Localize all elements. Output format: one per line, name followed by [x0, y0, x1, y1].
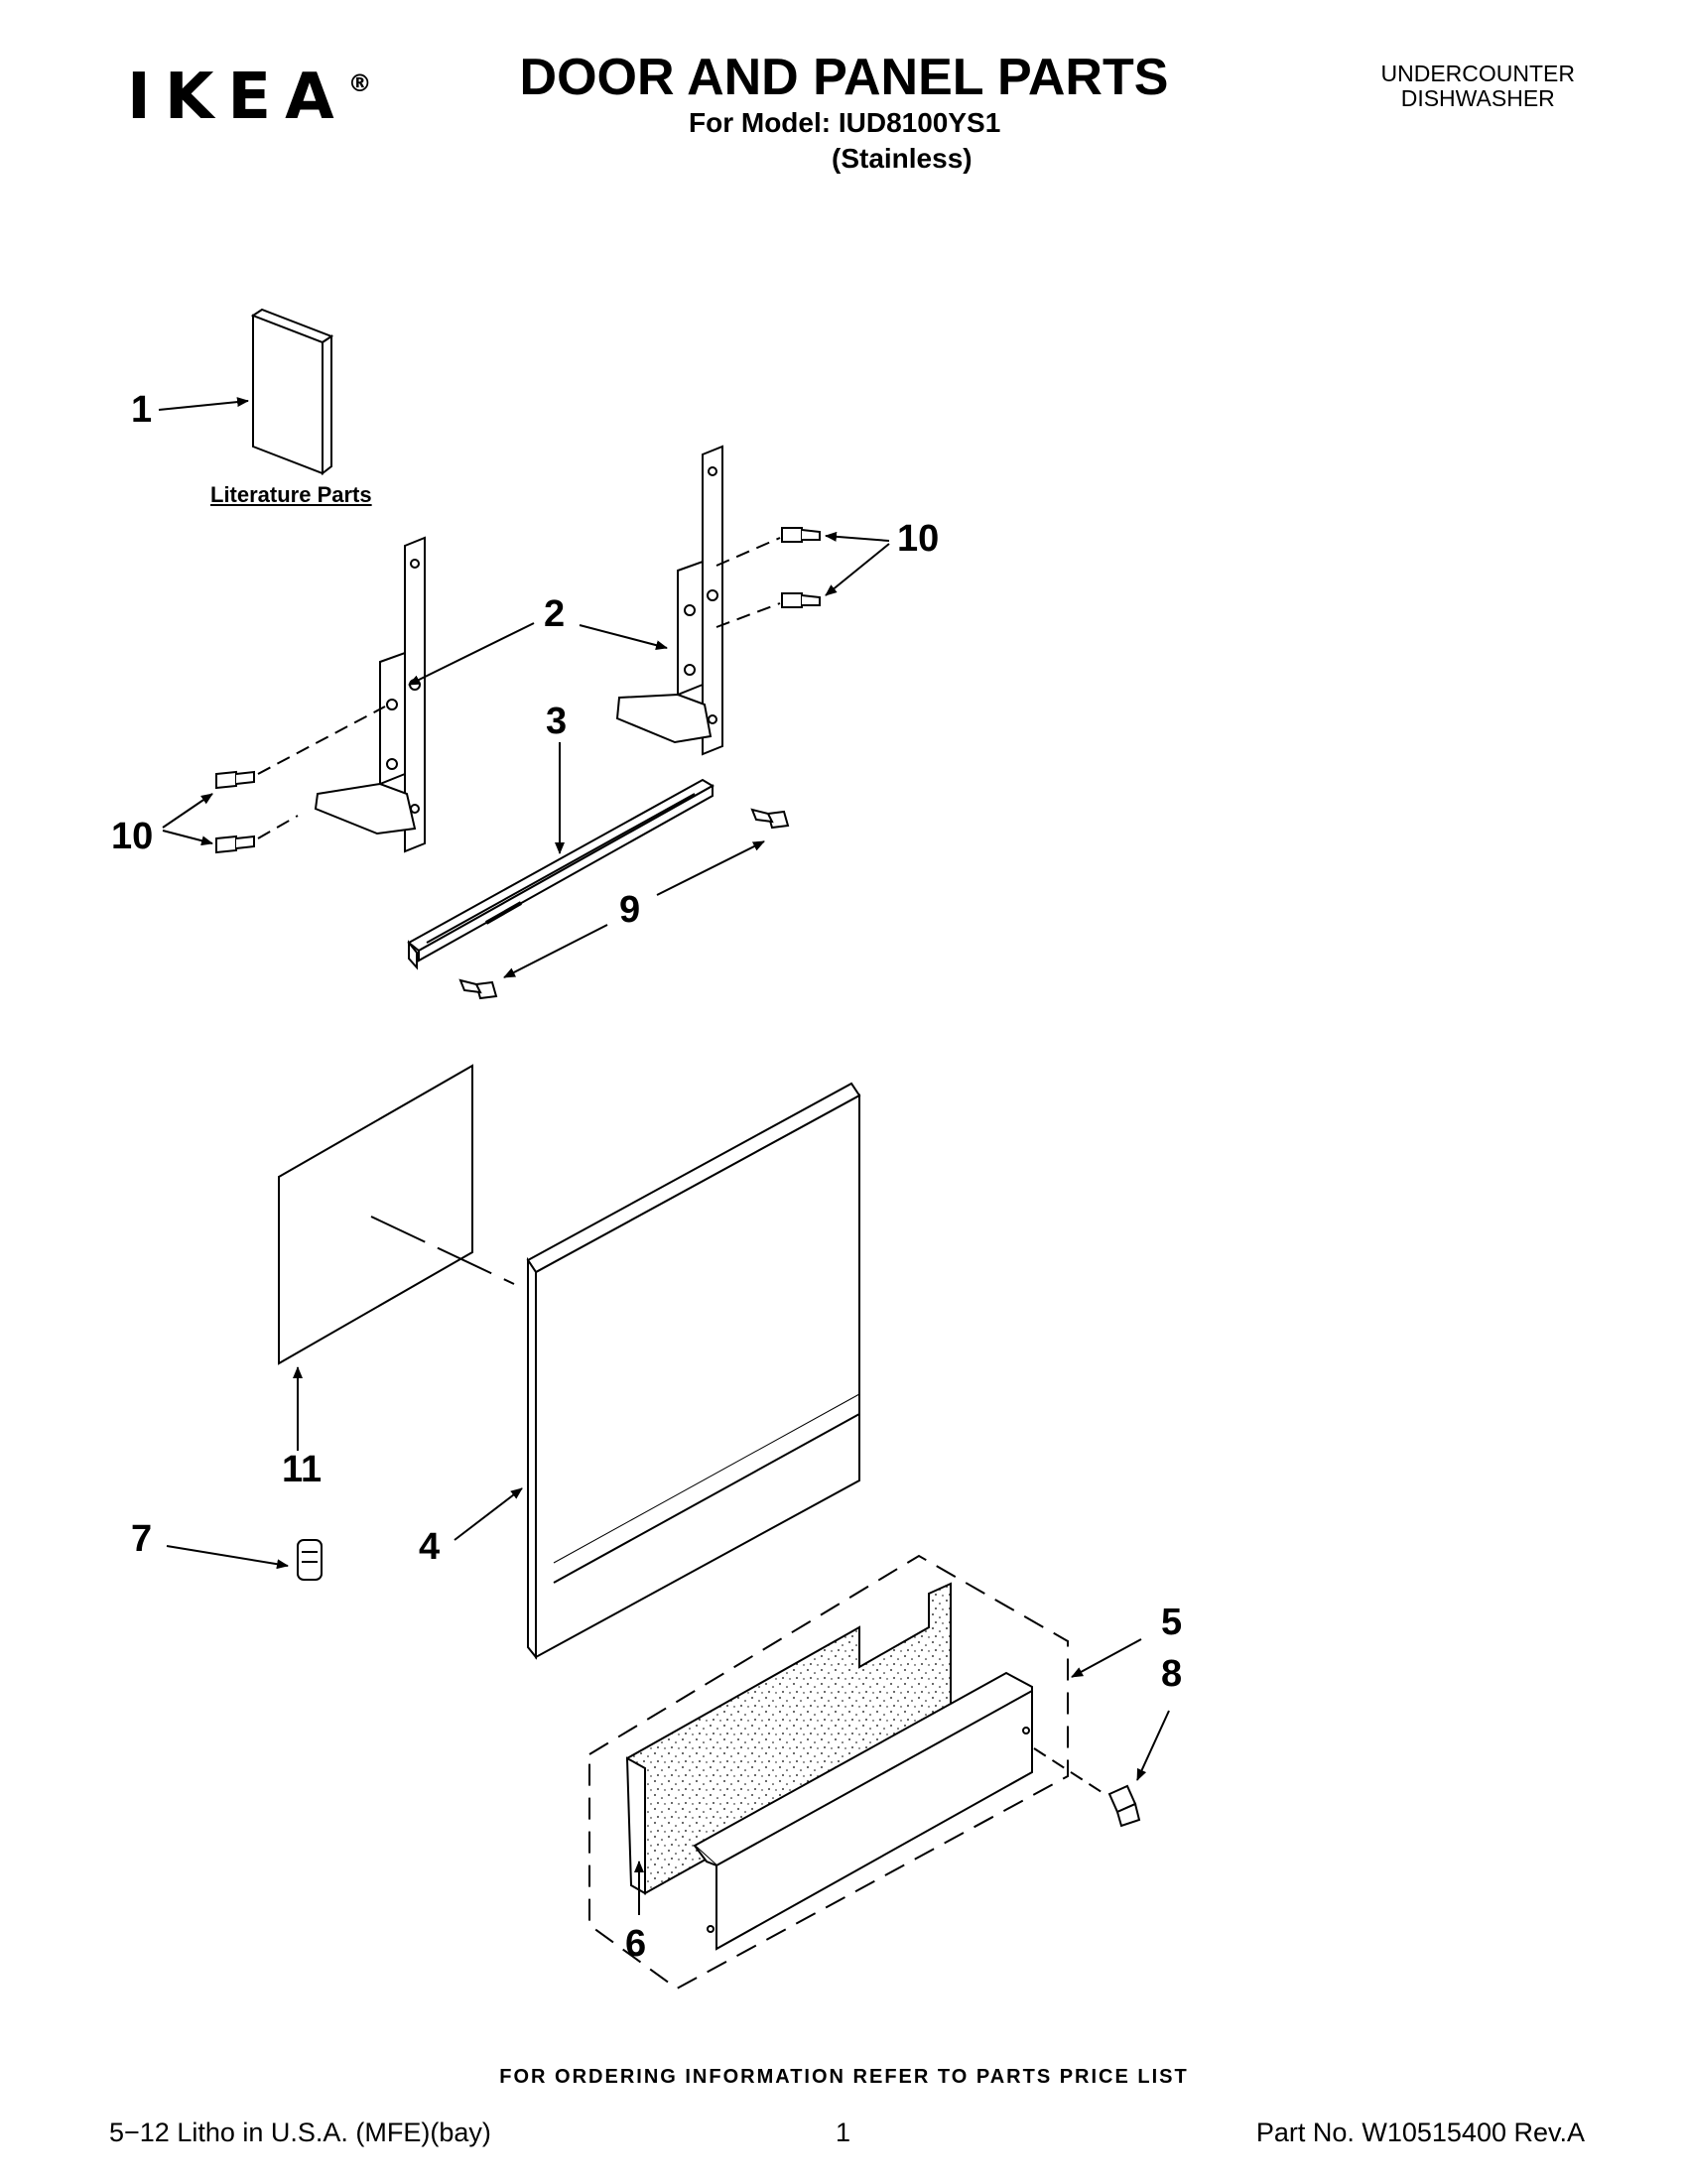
litho-line: 5−12 Litho in U.S.A. (MFE)(bay) [109, 2118, 491, 2147]
callout-9: 9 [619, 889, 641, 931]
callout-6: 6 [625, 1923, 647, 1965]
left-hinge-bracket [314, 536, 426, 853]
callout-10-upper: 10 [897, 518, 940, 560]
registered-mark: ® [347, 69, 372, 97]
kickplate-dashed-outline [588, 1554, 1069, 1991]
ordering-note: FOR ORDERING INFORMATION REFER TO PARTS … [499, 2066, 1189, 2088]
page-number: 1 [836, 2118, 851, 2147]
leader-9-upper [656, 840, 765, 896]
ikea-logo: IKEA® [127, 65, 372, 129]
door-panel [526, 1082, 861, 1660]
callout-7: 7 [131, 1518, 153, 1560]
callout-10-lower: 10 [111, 816, 154, 857]
leader-5 [1071, 1638, 1142, 1678]
leader-10-upper-b [825, 543, 890, 596]
callout-2: 2 [544, 593, 566, 635]
category-line-1: UNDERCOUNTER [1380, 61, 1576, 86]
leader-1 [158, 397, 249, 411]
page-title: DOOR AND PANEL PARTS [519, 49, 1169, 106]
sheet-dash [370, 1216, 515, 1285]
callout-4: 4 [419, 1526, 441, 1568]
callout-1: 1 [131, 389, 153, 431]
literature-parts-label: Literature Parts [210, 482, 372, 507]
leader-10-lower-a [162, 793, 213, 829]
rail-screws [458, 808, 790, 1000]
literature-booklet [250, 308, 334, 476]
leader-10-lower-b [162, 830, 213, 846]
callout-8: 8 [1161, 1653, 1183, 1695]
panel-sheet [278, 1064, 473, 1365]
leader-7 [166, 1545, 289, 1570]
callout-3: 3 [546, 701, 568, 742]
leader-9-lower [503, 924, 608, 978]
callout-11: 11 [282, 1449, 323, 1490]
leader-2-right [579, 624, 668, 651]
door-rail [407, 778, 714, 970]
kickplate-screw [1033, 1747, 1141, 1828]
model-line: For Model: IUD8100YS1 [689, 107, 1001, 138]
hinge-screws-lower [215, 706, 386, 854]
leader-10-upper-a [825, 531, 890, 542]
category-line-2: DISHWASHER [1400, 84, 1555, 111]
leader-2-left [408, 622, 535, 686]
callout-5: 5 [1161, 1602, 1183, 1643]
finish-label: (Stainless) [832, 143, 973, 174]
leader-8 [1136, 1710, 1170, 1781]
right-hinge-bracket [615, 445, 723, 756]
door-clip [297, 1539, 323, 1581]
kickplate [693, 1671, 1033, 1951]
product-category: UNDERCOUNTER DISHWASHER [1381, 62, 1576, 111]
leader-4 [454, 1487, 523, 1541]
hinge-screws-upper [715, 527, 821, 628]
brand-name: IKEA [127, 61, 348, 134]
part-number: Part No. W10515400 Rev.A [1255, 2118, 1585, 2147]
